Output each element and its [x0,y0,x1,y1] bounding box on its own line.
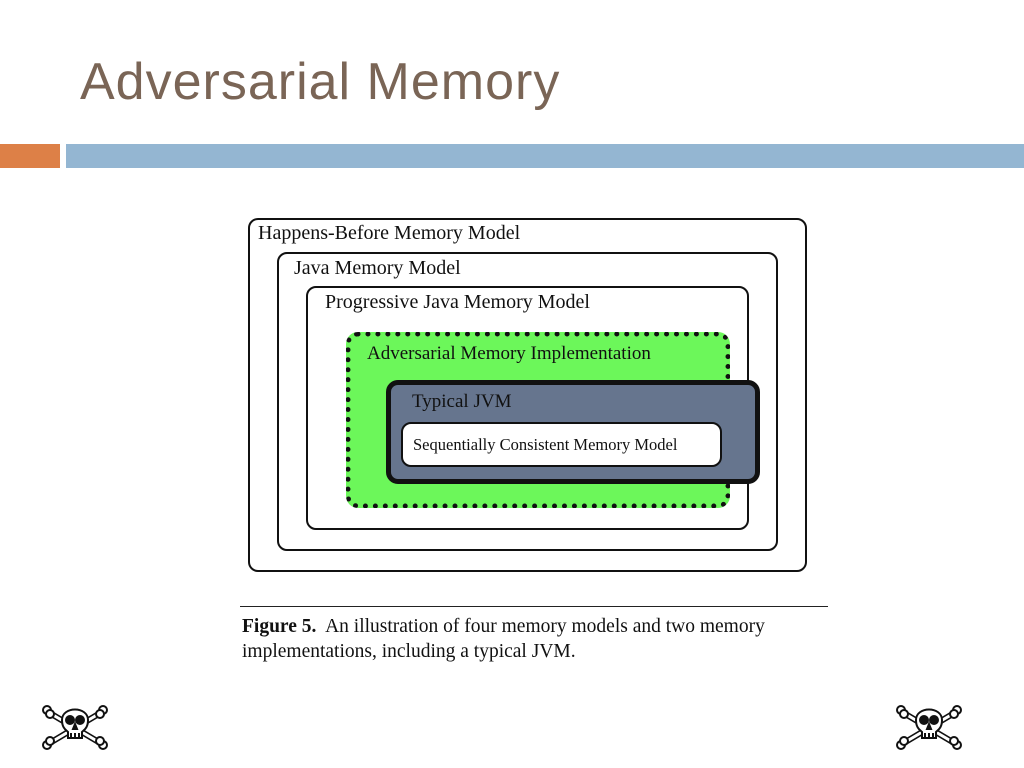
caption-divider [240,606,828,607]
label-progressive-jmm: Progressive Java Memory Model [325,291,590,313]
caption-text: An illustration of four memory models an… [242,616,765,662]
label-sequentially-consistent: Sequentially Consistent Memory Model [413,435,678,454]
label-java-memory-model: Java Memory Model [294,257,461,279]
label-happens-before: Happens-Before Memory Model [258,222,521,244]
skull-crossbones-icon [42,705,108,750]
label-typical-jvm: Typical JVM [412,391,512,412]
skull-crossbones-icon [896,705,962,750]
accent-bar-orange [0,144,60,168]
box-sequentially-consistent [401,422,722,467]
slide-title: Adversarial Memory [80,53,561,111]
accent-bar-blue [66,144,1024,168]
caption-label: Figure 5. [242,616,317,637]
label-adversarial-implementation: Adversarial Memory Implementation [367,343,651,364]
figure-caption: Figure 5. An illustration of four memory… [242,614,832,664]
